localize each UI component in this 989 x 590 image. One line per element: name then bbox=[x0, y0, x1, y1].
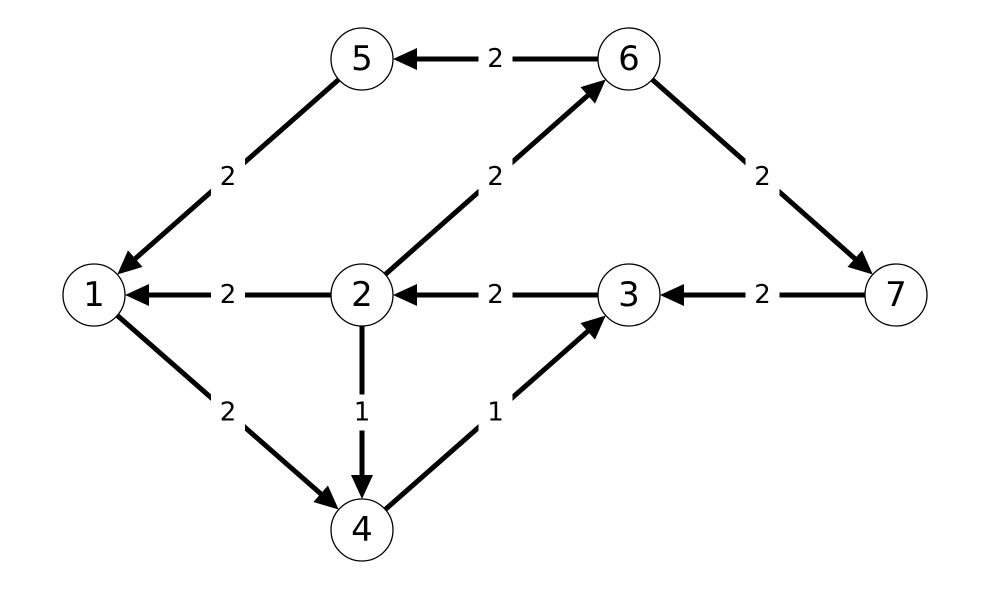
edge-label-background bbox=[478, 394, 513, 431]
edge-label-background bbox=[345, 394, 379, 431]
arrowhead bbox=[125, 284, 149, 306]
edge-weight-label: 2 bbox=[487, 280, 504, 310]
node-label: 5 bbox=[351, 39, 373, 79]
arrowhead bbox=[847, 250, 873, 275]
edges-layer: 2 2 2 2 2 2 2 2 1 1 bbox=[115, 41, 873, 512]
edge-5-to-1: 2 bbox=[117, 77, 341, 275]
edge-label-background bbox=[478, 41, 513, 77]
edge-weight-label: 2 bbox=[220, 398, 237, 428]
node-circle bbox=[864, 263, 928, 327]
edge-label-background bbox=[211, 277, 245, 313]
edge-6-to-5: 2 bbox=[393, 41, 598, 77]
node-2: 2 bbox=[330, 263, 394, 327]
arrowhead bbox=[351, 475, 373, 499]
arrowhead bbox=[580, 315, 606, 340]
edge-label-background bbox=[745, 159, 780, 195]
node-circle bbox=[330, 263, 394, 327]
arrowhead bbox=[580, 79, 606, 104]
node-circle bbox=[330, 27, 394, 91]
arrowhead bbox=[393, 48, 417, 70]
node-label: 1 bbox=[83, 275, 105, 315]
node-6: 6 bbox=[597, 27, 661, 91]
edge-label-background bbox=[478, 277, 513, 313]
arrowhead bbox=[660, 284, 684, 306]
node-circle bbox=[597, 27, 661, 91]
node-5: 5 bbox=[330, 27, 394, 91]
edge-label-background bbox=[211, 159, 245, 195]
edge-label-background bbox=[478, 159, 513, 195]
edge-weight-label: 2 bbox=[487, 44, 504, 74]
edge-6-to-7: 2 bbox=[650, 77, 873, 275]
node-label: 6 bbox=[618, 39, 640, 79]
edge-weight-label: 2 bbox=[754, 280, 771, 310]
arrowhead bbox=[117, 250, 143, 275]
nodes-layer: 1 2 3 4 5 6 7 bbox=[62, 27, 928, 562]
node-label: 3 bbox=[618, 275, 640, 315]
edge-weight-label: 2 bbox=[220, 280, 237, 310]
edge-2-to-1: 2 bbox=[125, 277, 331, 313]
edge-7-to-3: 2 bbox=[660, 277, 865, 313]
edge-weight-label: 1 bbox=[354, 398, 371, 428]
node-label: 7 bbox=[885, 275, 907, 315]
arrowhead bbox=[393, 284, 417, 306]
node-circle bbox=[62, 263, 126, 327]
edge-weight-label: 2 bbox=[220, 162, 237, 192]
edge-2-to-6: 2 bbox=[383, 79, 606, 277]
node-4: 4 bbox=[330, 498, 394, 562]
node-3: 3 bbox=[597, 263, 661, 327]
edge-weight-label: 2 bbox=[754, 162, 771, 192]
edge-3-to-2: 2 bbox=[393, 277, 598, 313]
node-1: 1 bbox=[62, 263, 126, 327]
edge-label-background bbox=[745, 277, 780, 313]
edge-1-to-4: 2 bbox=[115, 313, 339, 510]
node-label: 2 bbox=[351, 275, 373, 315]
node-circle bbox=[330, 498, 394, 562]
node-7: 7 bbox=[864, 263, 928, 327]
node-label: 4 bbox=[351, 510, 373, 550]
edge-2-to-4: 1 bbox=[345, 326, 379, 499]
node-circle bbox=[597, 263, 661, 327]
edge-label-background bbox=[211, 394, 245, 431]
arrowhead bbox=[313, 485, 339, 510]
edge-weight-label: 1 bbox=[487, 398, 504, 428]
edge-weight-label: 2 bbox=[487, 162, 504, 192]
edge-4-to-3: 1 bbox=[383, 315, 606, 512]
